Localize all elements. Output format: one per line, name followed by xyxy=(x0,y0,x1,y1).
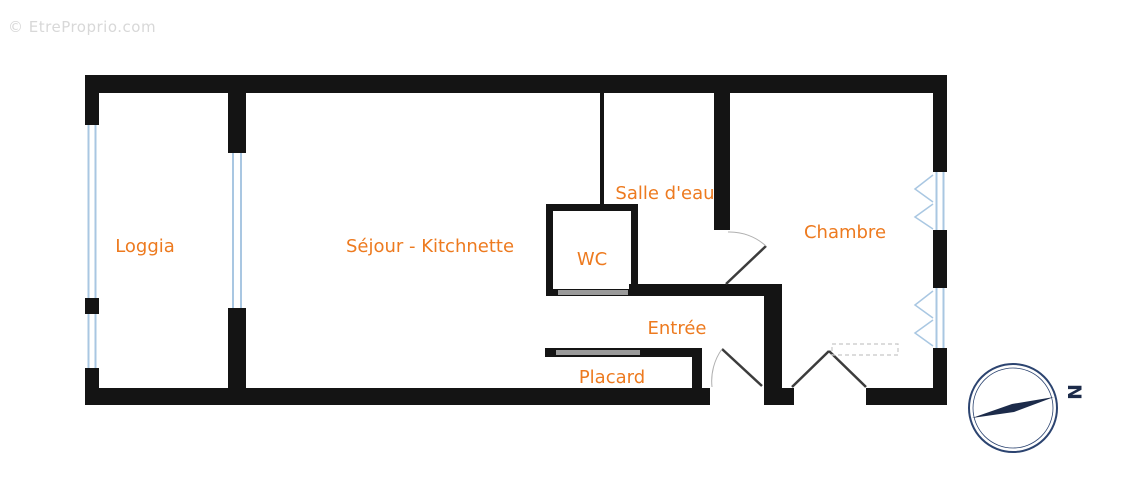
label-salledeau: Salle d'eau xyxy=(615,183,714,204)
compass-center-dot xyxy=(1010,405,1016,411)
chambre-door-arc xyxy=(727,231,767,247)
wall-left-mid-pier xyxy=(85,298,99,314)
walls xyxy=(85,75,947,405)
wall-chambre-left xyxy=(714,93,730,230)
wall-wc-left xyxy=(546,204,553,296)
wall-wc-top xyxy=(546,204,638,211)
watermark: © EtreProprio.com xyxy=(8,18,156,36)
wall-left-top-corner xyxy=(85,75,99,125)
compass-inner-ring xyxy=(972,367,1054,449)
compass xyxy=(968,363,1058,453)
dashed-fixture xyxy=(831,343,899,356)
wall-placard-right xyxy=(692,348,702,405)
window-chevron-4 xyxy=(913,319,934,347)
wall-bottom-left xyxy=(85,388,710,405)
door-leaves xyxy=(721,245,867,388)
sliding-doors xyxy=(556,290,640,355)
wall-right-bottom xyxy=(933,348,947,405)
label-placard: Placard xyxy=(579,367,645,388)
label-chambre: Chambre xyxy=(804,222,886,243)
window-chevron-1 xyxy=(913,174,934,203)
chambre-wardrobe-outline xyxy=(831,343,899,356)
compass-north-group: N xyxy=(1063,384,1085,400)
wall-right-top xyxy=(933,75,947,172)
french-door-leaf-left xyxy=(791,350,830,388)
wall-wc-right xyxy=(631,204,638,296)
label-wc: WC xyxy=(577,249,607,270)
wall-right-mid xyxy=(933,230,947,288)
wall-loggia-top xyxy=(228,75,246,153)
wall-loggia-bottom xyxy=(228,308,246,405)
french-door-leaf-right xyxy=(828,350,867,388)
chambre-door-leaf xyxy=(725,245,767,285)
compass-north-label: N xyxy=(1063,384,1085,400)
label-sejour: Séjour - Kitchnette xyxy=(346,236,514,257)
compass-needle-group xyxy=(972,397,1054,418)
wall-bottom-right-a xyxy=(782,388,794,405)
wall-salledeau-thin xyxy=(600,93,604,207)
door-swing-arcs xyxy=(711,231,767,388)
windows xyxy=(87,125,945,368)
label-loggia: Loggia xyxy=(115,236,175,257)
entrance-door-arc xyxy=(711,348,723,388)
entrance-door-leaf xyxy=(721,348,763,387)
window-chevron-3 xyxy=(913,290,934,319)
wall-bottom-right-b xyxy=(866,388,947,405)
label-entree: Entrée xyxy=(648,318,707,339)
window-chevron-2 xyxy=(913,203,934,230)
wall-top xyxy=(85,75,947,93)
compass-outer-ring xyxy=(968,363,1058,453)
watermark-text: © EtreProprio.com xyxy=(8,18,156,36)
room-labels: Loggia Séjour - Kitchnette Salle d'eau W… xyxy=(115,183,886,388)
wall-corridor-top xyxy=(629,284,782,296)
wall-entry-stub xyxy=(764,284,782,405)
